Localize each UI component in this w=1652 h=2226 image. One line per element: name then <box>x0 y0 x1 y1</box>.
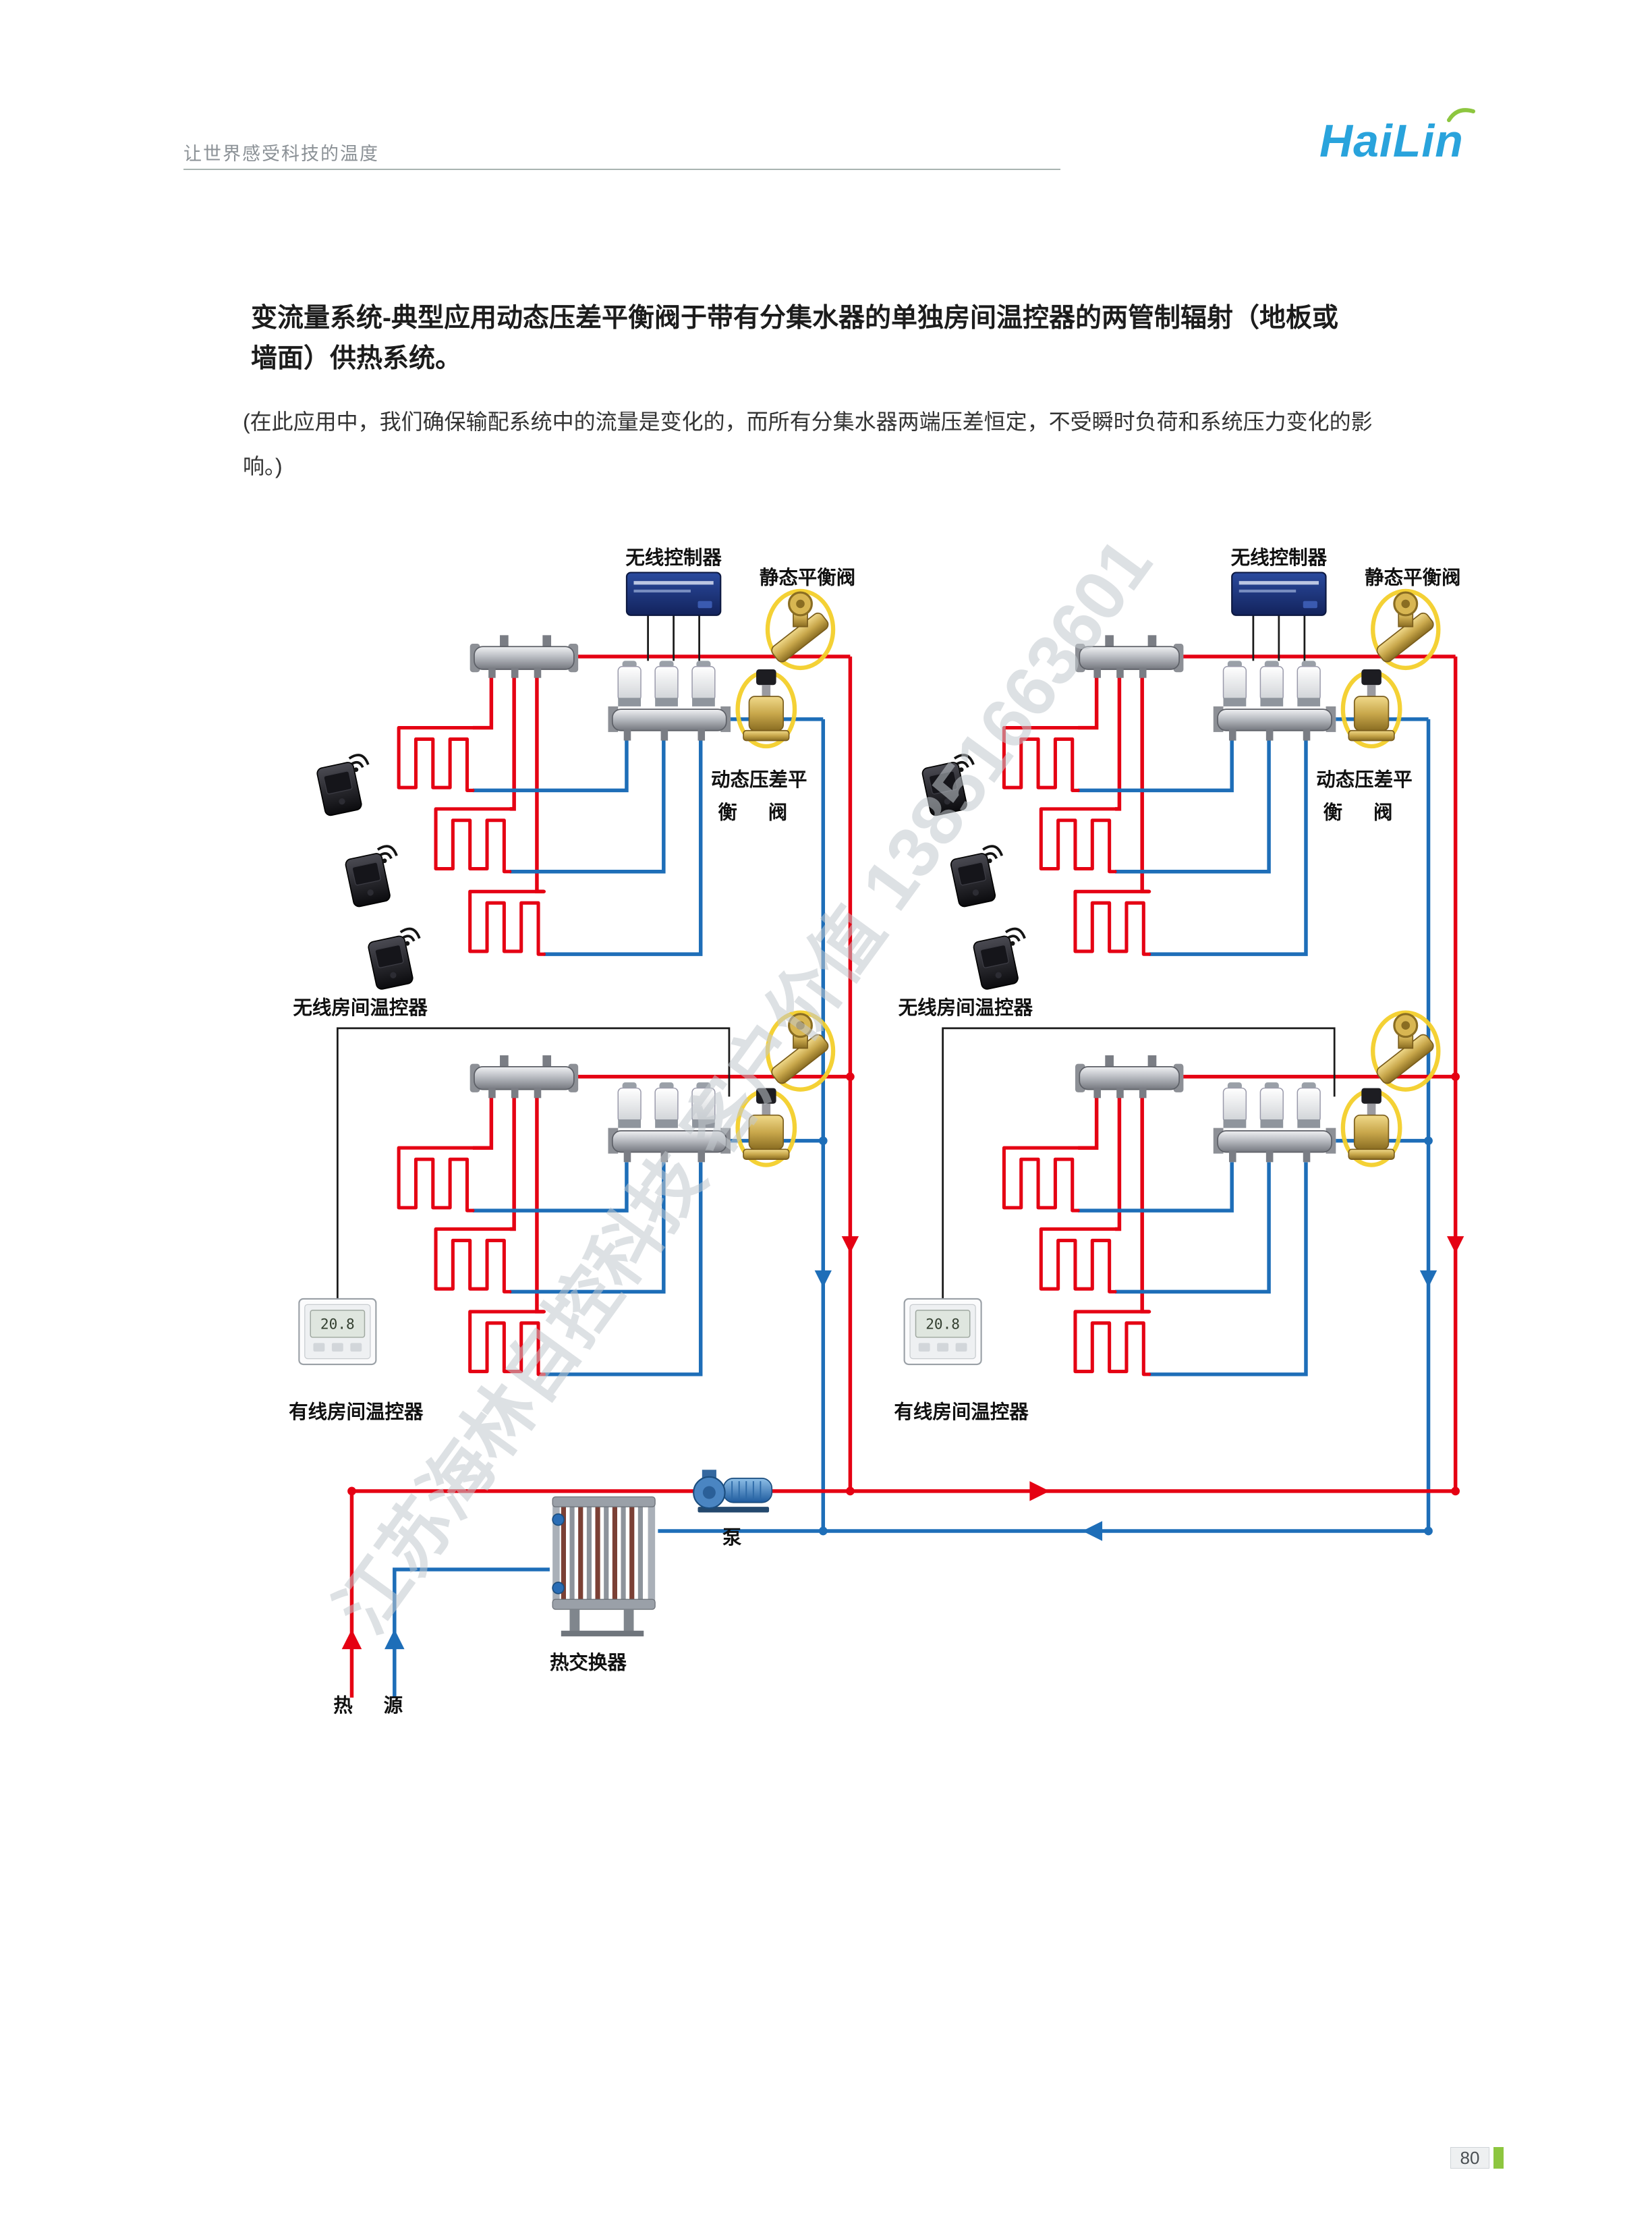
page-description-line2: 响。) <box>243 454 283 478</box>
wireless-controller-label-left: 无线控制器 <box>625 547 722 569</box>
page-title-line2: 墙面）供热系统。 <box>251 344 462 373</box>
thermostat-display-left: 20.8 <box>320 1315 355 1332</box>
page-title: 变流量系统-典型应用动态压差平衡阀于带有分集水器的单独房间温控器的两管制辐射（地… <box>251 298 1338 379</box>
heat-source-label: 热 源 <box>333 1695 416 1717</box>
wired-thermostat-label-right: 有线房间温控器 <box>894 1401 1029 1423</box>
page-description: (在此应用中，我们确保输配系统中的流量是变化的，而所有分集水器两端压差恒定，不受… <box>243 399 1373 489</box>
heat-exchanger-label: 热交换器 <box>550 1652 627 1674</box>
logo-leaf-icon <box>1446 108 1475 122</box>
heating-group-second-right <box>905 1013 1456 1374</box>
static-valve-label-left: 静态平衡阀 <box>760 567 855 588</box>
page-number: 80 <box>1450 2147 1489 2169</box>
flow-arrow-right <box>1029 1481 1050 1501</box>
heat-source-return-pipe <box>393 1567 550 1698</box>
header-tagline: 让世界感受科技的温度 <box>183 144 379 164</box>
flow-arrow-up <box>341 1629 362 1650</box>
header-divider <box>183 169 1060 170</box>
page-description-line1: (在此应用中，我们确保输配系统中的流量是变化的，而所有分集水器两端压差恒定，不受… <box>243 410 1373 434</box>
heat-exchanger <box>552 1496 656 1638</box>
pipe-junction <box>1424 1526 1433 1536</box>
pump-label: 泵 <box>722 1527 742 1549</box>
thermostat-display-right: 20.8 <box>925 1315 960 1332</box>
pipe-junction <box>1451 1486 1460 1496</box>
flow-arrow-up <box>384 1629 405 1650</box>
static-valve-label-right: 静态平衡阀 <box>1365 567 1460 588</box>
wireless-thermostat-label-right: 无线房间温控器 <box>899 997 1033 1019</box>
dynamic-valve-label-right-1: 动态压差平 <box>1316 769 1412 791</box>
flow-arrow-left <box>1082 1521 1103 1541</box>
brand-logo: HaiLin <box>1319 108 1475 167</box>
wireless-controller-label-right: 无线控制器 <box>1231 547 1328 569</box>
wired-thermostat-label-left: 有线房间温控器 <box>289 1401 424 1423</box>
pipe-junction <box>846 1486 855 1496</box>
pump-left <box>693 1469 773 1513</box>
brand-logo-text: HaiLin <box>1319 115 1464 167</box>
dynamic-valve-label-right-2: 衡 阀 <box>1323 802 1406 824</box>
dynamic-valve-label-left-1: 动态压差平 <box>711 769 807 791</box>
footer-accent-block <box>1493 2147 1504 2169</box>
wireless-thermostat-label-left: 无线房间温控器 <box>293 997 428 1019</box>
dynamic-valve-label-left-2: 衡 阀 <box>718 802 800 824</box>
pipe-junction <box>818 1526 828 1536</box>
page-title-line1: 变流量系统-典型应用动态压差平衡阀于带有分集水器的单独房间温控器的两管制辐射（地… <box>251 304 1338 333</box>
footer: 80 <box>1450 2147 1504 2169</box>
